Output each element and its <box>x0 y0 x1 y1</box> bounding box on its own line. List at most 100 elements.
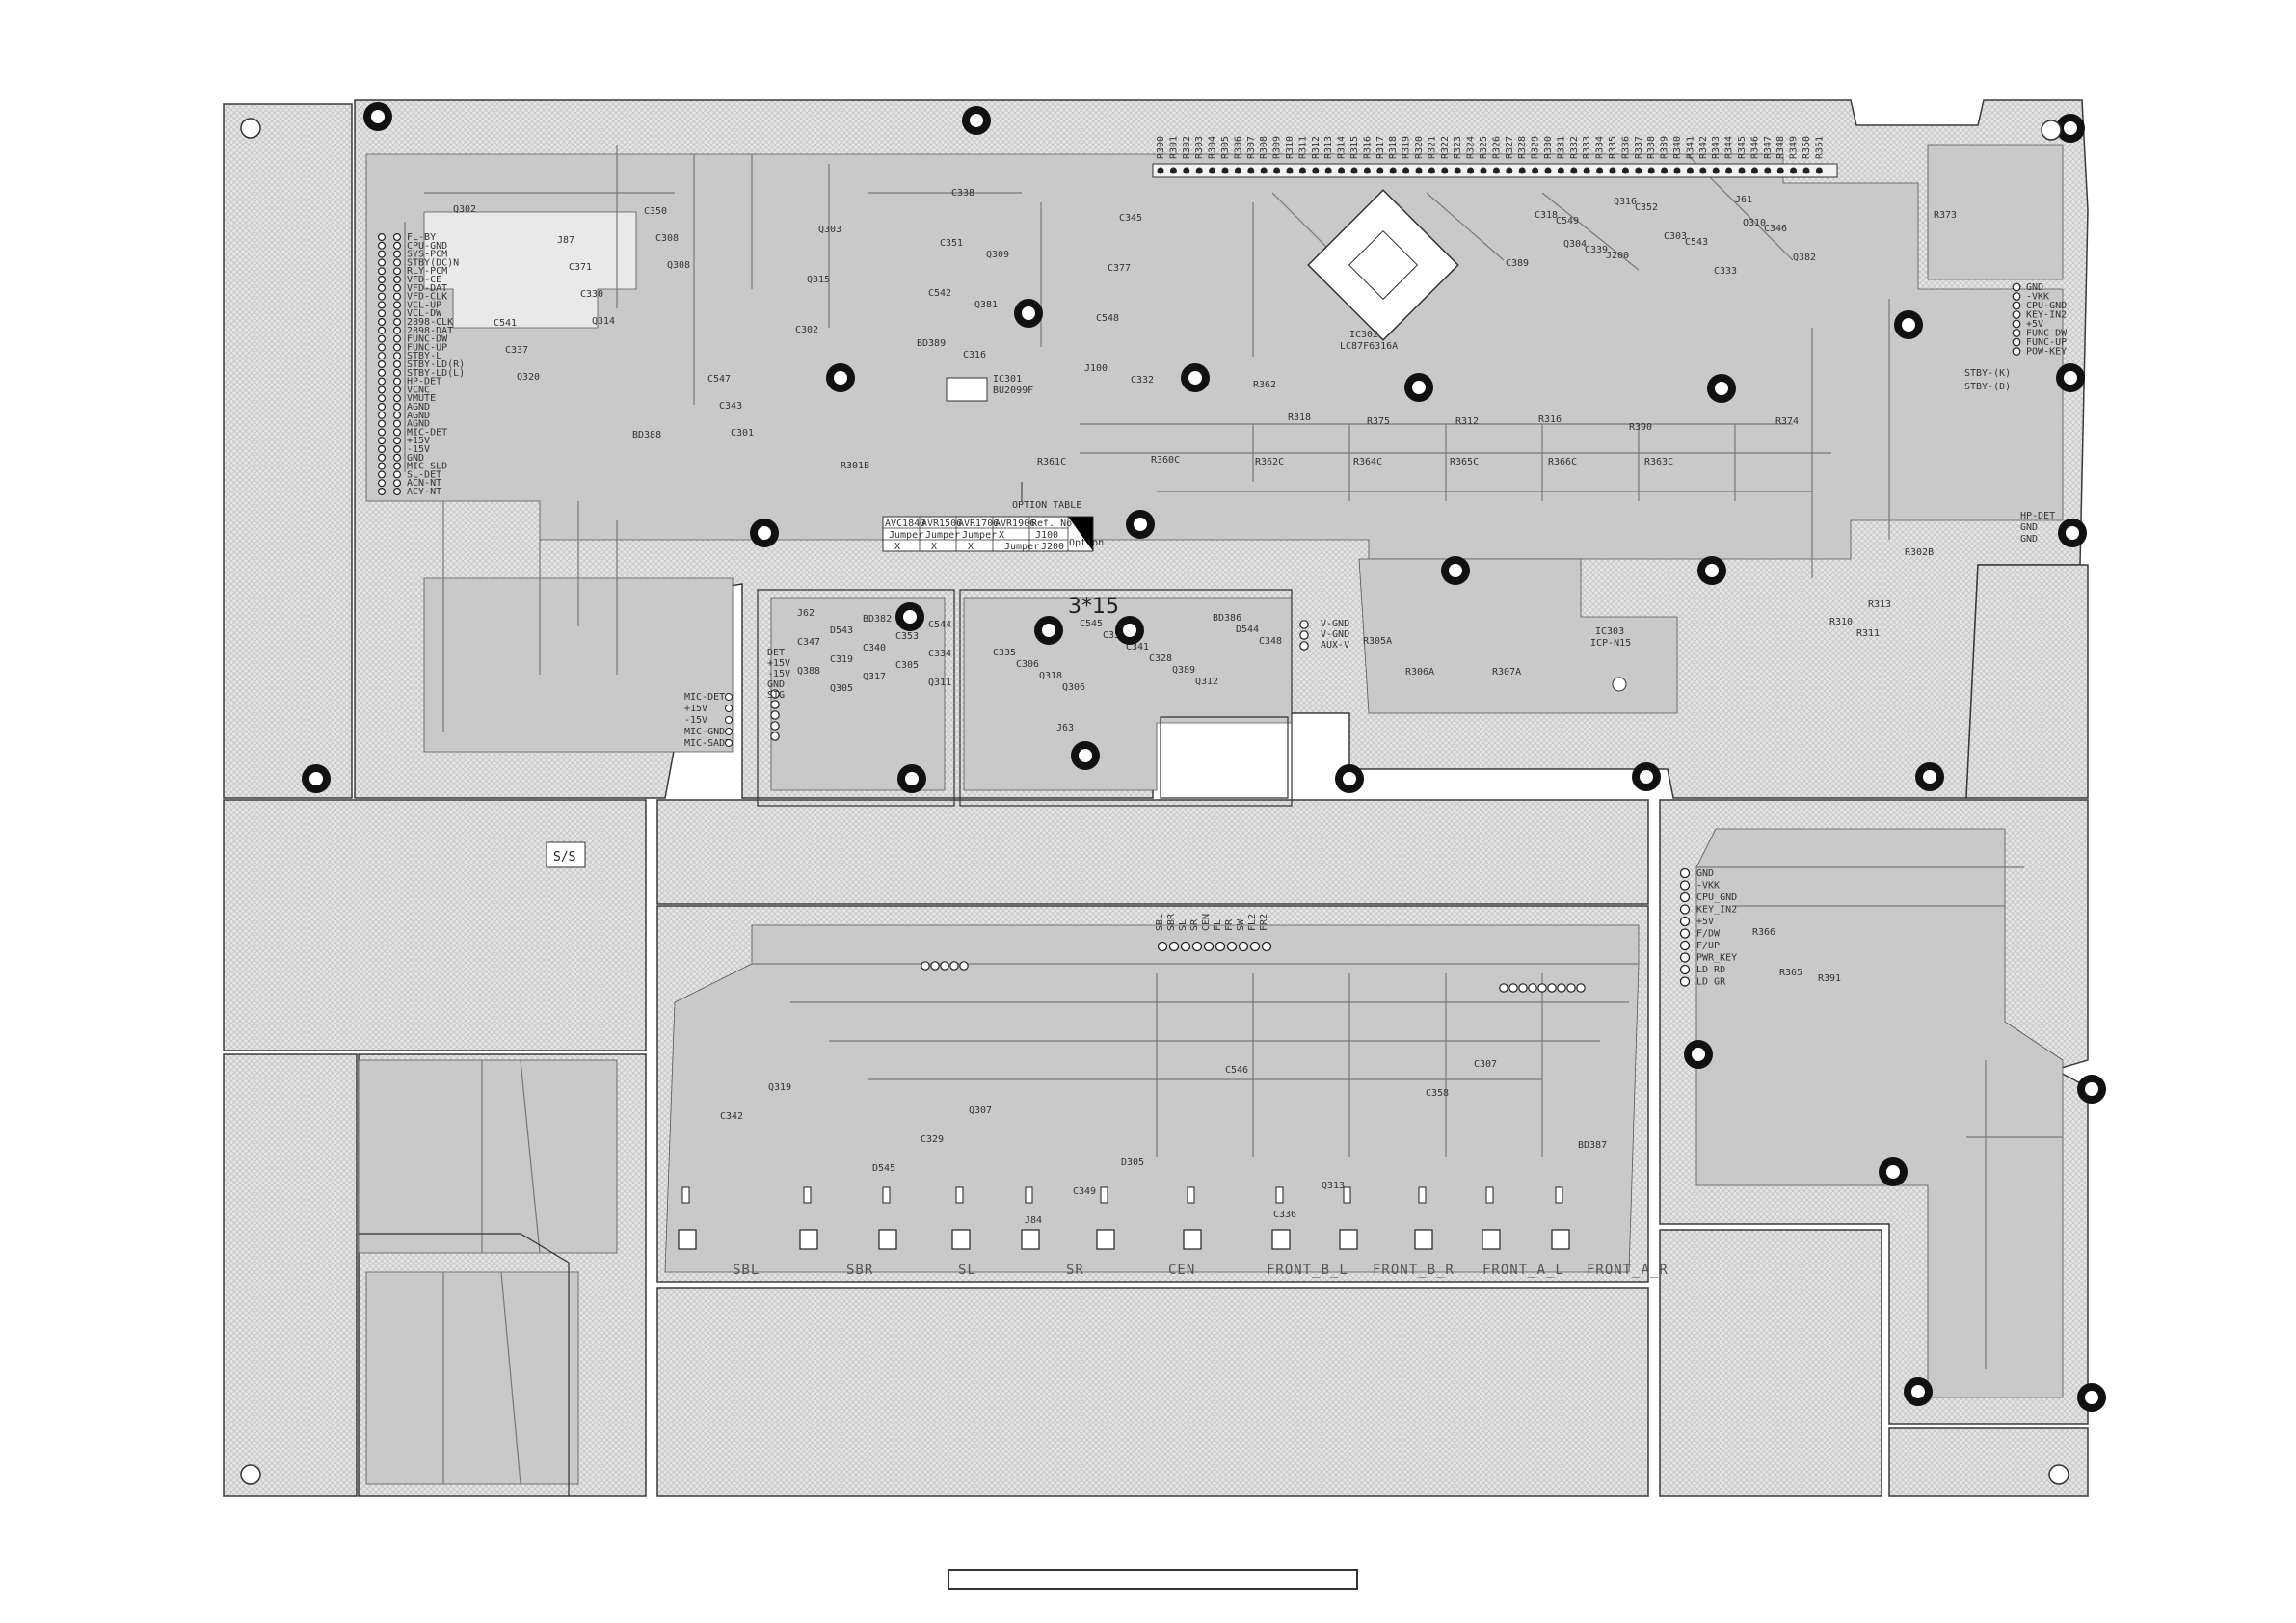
header-pin-label: R321 <box>1427 136 1437 159</box>
resistor-label: R375 <box>1367 416 1390 427</box>
part-label: C350 <box>644 206 667 217</box>
region-center-top <box>656 799 1649 905</box>
part-label: D544 <box>1236 625 1259 635</box>
part-label: C548 <box>1096 313 1119 324</box>
left-conn-label: CPU-GND <box>407 241 447 252</box>
header-pin <box>1286 167 1294 174</box>
header-pin <box>1557 167 1564 174</box>
header-pin <box>1402 167 1410 174</box>
part-label: J100 <box>1084 363 1108 374</box>
header-pin <box>1441 167 1449 174</box>
header-pin-label: R309 <box>1272 136 1283 159</box>
left-conn-label: SL-DET <box>407 469 441 480</box>
left-conn-pin <box>393 453 402 462</box>
header-pin <box>1298 167 1306 174</box>
part-label: C336 <box>1273 1210 1296 1220</box>
resistor-label: R361C <box>1037 457 1066 467</box>
mic-pin <box>725 728 733 735</box>
header-pin-label: R350 <box>1802 136 1812 159</box>
part-label: D305 <box>1121 1157 1144 1168</box>
header-pin <box>1221 167 1229 174</box>
right-conn-pin <box>2012 292 2021 301</box>
header-pin-label: R333 <box>1582 136 1592 159</box>
option-header-cell: AVC1840 <box>885 519 925 529</box>
header-pin-label: R319 <box>1402 136 1412 159</box>
mounting-hole-center <box>1134 518 1147 531</box>
part-label: J84 <box>1025 1215 1042 1226</box>
speaker-output-label: SBL <box>733 1263 760 1278</box>
header-pin <box>1802 167 1810 174</box>
speaker-output-label: FRONT_A_R <box>1587 1263 1669 1278</box>
header-pin-label: R301 <box>1168 136 1179 159</box>
left-conn-pin <box>378 292 387 301</box>
amp-aux-pin <box>1547 983 1557 993</box>
header-pin <box>1273 167 1281 174</box>
part-label: C353 <box>895 631 919 642</box>
part-label: BD389 <box>917 338 946 349</box>
right-lower-conn-label: GND <box>1696 868 1714 879</box>
left-conn-pin <box>378 394 387 403</box>
right-conn-label: KEY-IN2 <box>2026 310 2067 321</box>
mounting-hole-center <box>2085 1082 2098 1096</box>
sub-left-pin <box>770 710 780 720</box>
mic-label: MIC-SADT <box>684 738 731 749</box>
sub-panels <box>359 589 1293 1496</box>
part-label: Q312 <box>1195 677 1218 687</box>
header-pin <box>1195 167 1203 174</box>
header-pin-label: R314 <box>1337 136 1348 159</box>
left-conn-pin <box>393 309 402 318</box>
right-conn-label: -VKK <box>2026 292 2049 303</box>
header-pin <box>1686 167 1694 174</box>
header-pin <box>1518 167 1526 174</box>
sub-left-label: -15V <box>767 669 790 679</box>
resistor-label: R391 <box>1818 973 1841 984</box>
left-conn-pin <box>378 462 387 470</box>
region-left-strip <box>223 103 353 799</box>
ss-label: S/S <box>553 850 575 865</box>
left-conn-pin <box>393 377 402 386</box>
left-conn-label: AGND <box>407 411 430 421</box>
part-label: C544 <box>928 620 951 630</box>
header-pin <box>1596 167 1604 174</box>
part-label: Q314 <box>592 316 615 327</box>
left-conn-pin <box>378 258 387 267</box>
mounting-hole-center <box>1412 381 1426 394</box>
part-label: C303 <box>1664 231 1687 242</box>
output-pad <box>1096 1229 1115 1250</box>
left-conn-pin <box>378 386 387 394</box>
left-conn-pin <box>378 334 387 343</box>
header-pin-label: R348 <box>1775 136 1786 159</box>
part-label: C351 <box>940 238 963 249</box>
sub-right-label: AUX-V <box>1321 640 1349 651</box>
part-label: Q308 <box>667 260 690 271</box>
part-label: C333 <box>1714 266 1737 277</box>
region-center-bottom <box>656 1287 1649 1497</box>
ic301-package: IC301 BU2099F <box>946 374 1033 402</box>
left-conn-pin <box>393 419 402 428</box>
part-label: Q307 <box>969 1105 992 1116</box>
output-pad <box>1551 1229 1570 1250</box>
amp-label: FL2 <box>1247 914 1258 931</box>
part-label: C328 <box>1149 653 1172 664</box>
gnd4-label: GND <box>2020 534 2038 545</box>
mounting-hole-center <box>1715 382 1728 395</box>
part-label: C389 <box>1506 258 1529 269</box>
part-label: C334 <box>928 649 951 659</box>
part-label: Q381 <box>974 300 998 310</box>
header-pin-label: R342 <box>1698 136 1709 159</box>
speaker-output-label: FRONT_A_L <box>1482 1263 1564 1278</box>
left-conn-label: -15V <box>407 444 430 455</box>
part-label: C541 <box>494 318 517 329</box>
sub-right-pin <box>1299 620 1309 629</box>
right-lower-conn-label: PWR_KEY <box>1696 953 1737 964</box>
output-pad-small <box>1025 1186 1033 1204</box>
header-pin <box>1712 167 1720 174</box>
part-label: BD382 <box>863 614 892 625</box>
output-pad-small <box>681 1186 690 1204</box>
part-label: C319 <box>830 654 853 665</box>
header-pin <box>1609 167 1616 174</box>
header-pin <box>1209 167 1216 174</box>
part-label: Q315 <box>807 275 830 285</box>
sub-left-label: SIG <box>767 690 785 701</box>
part-label: C547 <box>707 374 731 385</box>
